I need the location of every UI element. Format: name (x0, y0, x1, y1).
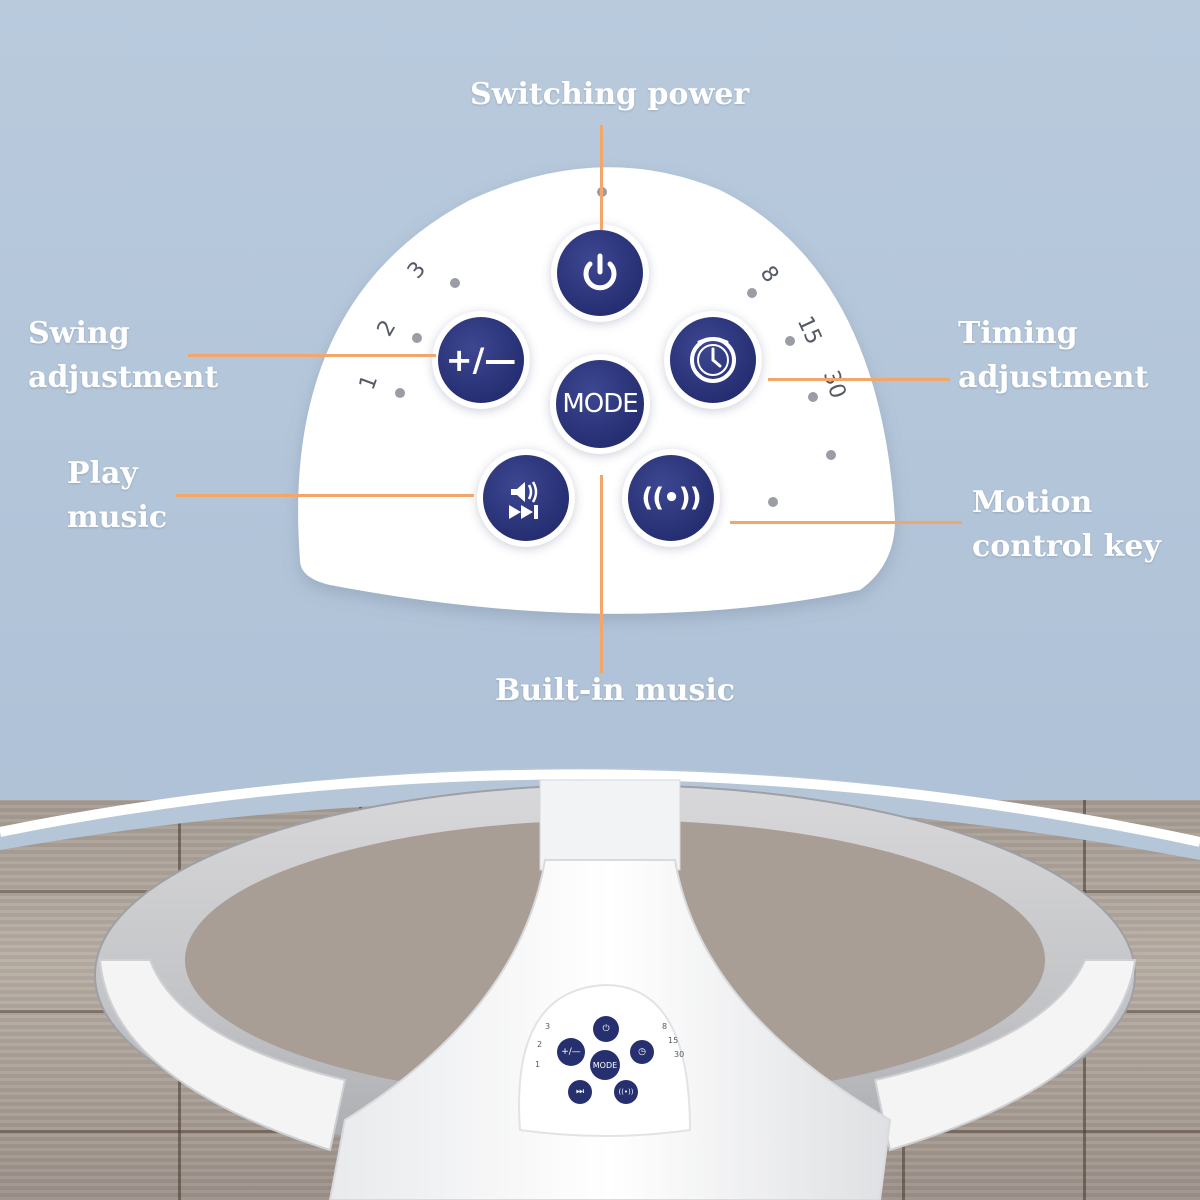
mini-timer-scale-8: 8 (662, 1022, 668, 1031)
indicator-dot (395, 388, 405, 398)
indicator-dot (826, 450, 836, 460)
mini-motion-button: ((•)) (614, 1080, 638, 1104)
label-swing-adjustment: Swing adjustment (28, 312, 218, 400)
mini-timer-button: ◷ (630, 1040, 654, 1064)
leader-line-swing (188, 354, 436, 357)
leader-line-builtin (600, 475, 603, 673)
timer-button[interactable] (670, 317, 756, 403)
play-music-icon (509, 481, 538, 519)
indicator-dot (785, 336, 795, 346)
mini-swing-scale-1: 1 (535, 1060, 541, 1069)
mini-power-button: ⏻ (593, 1016, 619, 1042)
label-motion-line2: control key (972, 529, 1161, 564)
mini-motion-label: ((•)) (618, 1088, 634, 1096)
mini-mode-label: MODE (592, 1060, 618, 1070)
label-switching-power: Switching power (470, 77, 750, 112)
indicator-dot (747, 288, 757, 298)
clock-icon (690, 337, 736, 383)
label-play-line2: music (67, 500, 168, 535)
indicator-dot (768, 497, 778, 507)
swing-adjust-button[interactable]: +/— (438, 317, 524, 403)
leader-line-power (600, 125, 603, 230)
mini-mode-button: MODE (590, 1050, 620, 1080)
indicator-dot (808, 392, 818, 402)
label-swing-line2: adjustment (28, 360, 219, 395)
motion-control-button[interactable]: ((•)) (628, 455, 714, 541)
mode-label: MODE (562, 389, 638, 419)
play-music-icon: ⏭ (575, 1087, 585, 1097)
mini-swing-scale-3: 3 (545, 1022, 551, 1031)
leader-line-motion (730, 521, 962, 524)
mini-swing-button: +/— (557, 1038, 585, 1066)
mini-swing-scale-2: 2 (537, 1040, 543, 1049)
mini-swing-label: +/— (561, 1047, 581, 1057)
leader-line-play (176, 494, 474, 497)
label-play-line1: Play (67, 456, 138, 491)
play-music-button[interactable] (483, 455, 569, 541)
motion-signal-icon: ((•)) (641, 483, 701, 513)
plus-minus-icon: +/— (445, 341, 517, 379)
mini-timer-scale-30: 30 (674, 1050, 685, 1059)
mini-timer-scale-15: 15 (668, 1036, 679, 1045)
label-motion-line1: Motion (972, 485, 1093, 520)
label-built-in-music: Built-in music (495, 673, 736, 708)
mini-play-button: ⏭ (568, 1080, 592, 1104)
leader-line-timing (768, 378, 950, 381)
indicator-dot (450, 278, 460, 288)
clock-icon: ◷ (638, 1047, 646, 1057)
power-icon: ⏻ (602, 1024, 610, 1034)
label-play-music: Play music (67, 452, 167, 540)
power-icon (583, 253, 617, 291)
label-timing-line1: Timing (958, 316, 1078, 351)
mode-button[interactable]: MODE (556, 360, 644, 448)
indicator-dot (412, 333, 422, 343)
label-timing-adjustment: Timing adjustment (958, 312, 1148, 400)
label-motion-control-key: Motion control key (972, 481, 1161, 569)
power-button[interactable] (557, 230, 643, 316)
label-timing-line2: adjustment (958, 360, 1149, 395)
label-swing-line1: Swing (28, 316, 130, 351)
